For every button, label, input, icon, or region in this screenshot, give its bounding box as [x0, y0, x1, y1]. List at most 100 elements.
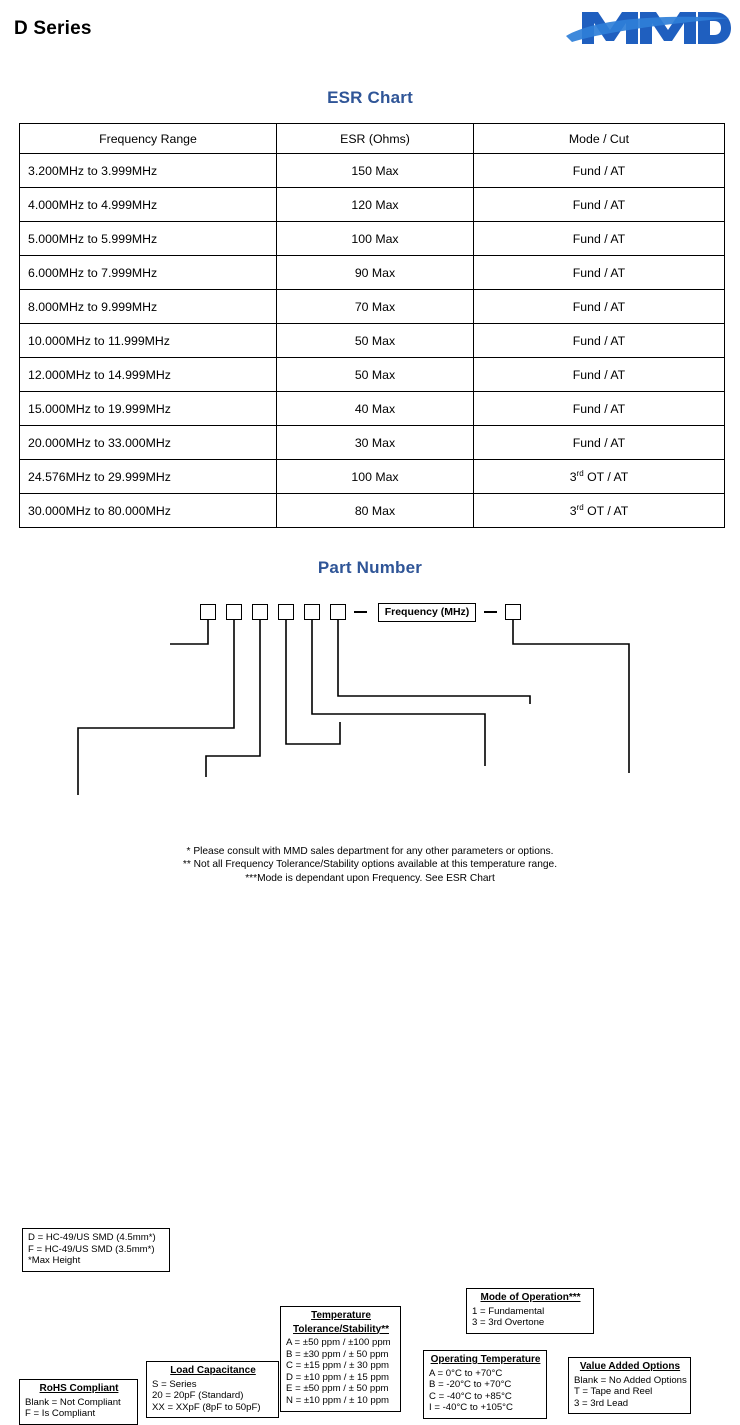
cell-esr-ohms: 100 Max: [276, 459, 474, 494]
footnote-1: * Please consult with MMD sales departme…: [186, 846, 554, 857]
temperature-tolerance-line-1: A = ±50 ppm / ±100 ppm: [286, 1337, 391, 1348]
operating-temperature-line-1: A = 0°C to +70°C: [429, 1367, 503, 1379]
cell-mode-cut: Fund / AT: [473, 357, 725, 392]
rohs-line-1: Blank = Not Compliant: [25, 1396, 121, 1408]
temperature-tolerance-line-6: N = ±10 ppm / ± 10 ppm: [286, 1394, 390, 1406]
callout-load-capacitance: Load Capacitance S = Series 20 = 20pF (S…: [146, 1361, 279, 1419]
operating-temperature-line-4: I = -40°C to +105°C: [429, 1402, 513, 1414]
cell-esr-ohms: 70 Max: [276, 289, 474, 324]
temperature-tolerance-line-5: E = ±50 ppm / ± 50 ppm: [286, 1383, 389, 1395]
code-square-1[interactable]: [200, 604, 216, 620]
cell-frequency-range: 3.200MHz to 3.999MHz: [19, 153, 277, 188]
callout-operating-temperature: Operating Temperature A = 0°C to +70°C B…: [423, 1350, 547, 1419]
load-capacitance-title: Load Capacitance: [170, 1365, 256, 1376]
cell-esr-ohms: 90 Max: [276, 255, 474, 290]
cell-mode-cut: Fund / AT: [473, 391, 725, 426]
operating-temperature-title: Operating Temperature: [430, 1354, 541, 1365]
cell-mode-cut: Fund / AT: [473, 289, 725, 324]
operating-temperature-line-3: C = -40°C to +85°C: [429, 1390, 512, 1402]
callout-package-type: D = HC-49/US SMD (4.5mm*) F = HC-49/US S…: [22, 1228, 170, 1272]
cell-frequency-range: 4.000MHz to 4.999MHz: [19, 187, 277, 222]
temperature-tolerance-line-2: B = ±30 ppm / ± 50 ppm: [286, 1348, 389, 1360]
callout-mode-of-operation: Mode of Operation*** 1 = Fundamental 3 =…: [466, 1288, 594, 1334]
rohs-line-2: F = Is Compliant: [25, 1408, 96, 1420]
value-added-options-line-2: T = Tape and Reel: [574, 1386, 653, 1398]
temperature-tolerance-title-line2: Tolerance/Stability**: [293, 1323, 389, 1335]
mode-of-operation-line-1: 1 = Fundamental: [472, 1305, 545, 1317]
cell-esr-ohms: 120 Max: [276, 187, 474, 222]
package-line-3: *Max Height: [28, 1255, 81, 1267]
cell-esr-ohms: 100 Max: [276, 221, 474, 256]
leader-lines: [77, 620, 630, 795]
cell-mode-cut: 3rd OT / AT: [473, 493, 725, 528]
mode-of-operation-title: Mode of Operation***: [480, 1292, 581, 1303]
cell-frequency-range: 5.000MHz to 5.999MHz: [19, 221, 277, 256]
code-square-trailing[interactable]: [505, 604, 521, 620]
cell-mode-cut: Fund / AT: [473, 323, 725, 358]
col-header-esr-ohms: ESR (Ohms): [276, 123, 474, 154]
table-header-row: Frequency Range ESR (Ohms) Mode / Cut: [19, 123, 725, 154]
cell-frequency-range: 15.000MHz to 19.999MHz: [19, 391, 277, 426]
col-header-mode-cut: Mode / Cut: [473, 123, 725, 154]
code-square-6[interactable]: [330, 604, 346, 620]
cell-frequency-range: 8.000MHz to 9.999MHz: [19, 289, 277, 324]
load-capacitance-line-1: S = Series: [152, 1378, 197, 1390]
cell-frequency-range: 10.000MHz to 11.999MHz: [19, 323, 277, 358]
part-number-title: Part Number: [317, 558, 423, 577]
cell-frequency-range: 12.000MHz to 14.999MHz: [19, 357, 277, 392]
cell-esr-ohms: 30 Max: [276, 425, 474, 460]
value-added-options-line-3: 3 = 3rd Lead: [574, 1397, 629, 1409]
col-header-frequency-range: Frequency Range: [19, 123, 277, 154]
page-title: D Series: [14, 18, 92, 39]
part-number-diagram: Frequency (MHz) D = HC-49/US SMD (4.5mm*…: [0, 584, 740, 1425]
cell-mode-cut: Fund / AT: [473, 425, 725, 460]
temperature-tolerance-title-line1: Temperature: [311, 1310, 371, 1321]
package-line-2: F = HC-49/US SMD (3.5mm*): [28, 1243, 155, 1255]
cell-mode-cut: 3rd OT / AT: [473, 459, 725, 494]
load-capacitance-line-3: XX = XXpF (8pF to 50pF): [152, 1401, 261, 1413]
esr-chart-table: Frequency Range ESR (Ohms) Mode / Cut 3.…: [19, 123, 725, 528]
cell-esr-ohms: 50 Max: [276, 357, 474, 392]
footnotes: * Please consult with MMD sales departme…: [0, 845, 740, 885]
value-added-options-title: Value Added Options: [579, 1361, 681, 1372]
cell-mode-cut: Fund / AT: [473, 221, 725, 256]
temperature-tolerance-line-4: D = ±10 ppm / ± 15 ppm: [286, 1371, 390, 1383]
footnote-3: ***Mode is dependant upon Frequency. See…: [245, 872, 495, 884]
callout-value-added-options: Value Added Options Blank = No Added Opt…: [568, 1357, 691, 1415]
mode-of-operation-line-2: 3 = 3rd Overtone: [472, 1317, 545, 1329]
package-line-1: D = HC-49/US SMD (4.5mm*): [28, 1232, 156, 1243]
value-added-options-line-1: Blank = No Added Options: [574, 1374, 687, 1386]
cell-mode-cut: Fund / AT: [473, 153, 725, 188]
operating-temperature-line-2: B = -20°C to +70°C: [429, 1379, 512, 1391]
cell-esr-ohms: 80 Max: [276, 493, 474, 528]
code-square-5[interactable]: [304, 604, 320, 620]
esr-chart-title: ESR Chart: [327, 88, 413, 107]
cell-esr-ohms: 40 Max: [276, 391, 474, 426]
dash-separator-2: [484, 611, 497, 613]
code-square-2[interactable]: [226, 604, 242, 620]
cell-frequency-range: 30.000MHz to 80.000MHz: [19, 493, 277, 528]
cell-frequency-range: 6.000MHz to 7.999MHz: [19, 255, 277, 290]
mmd-logo: [566, 12, 731, 44]
cell-mode-cut: Fund / AT: [473, 187, 725, 222]
rohs-title: RoHS Compliant: [39, 1383, 119, 1394]
frequency-field-box[interactable]: Frequency (MHz): [378, 603, 476, 622]
code-square-3[interactable]: [252, 604, 268, 620]
cell-esr-ohms: 150 Max: [276, 153, 474, 188]
code-square-4[interactable]: [278, 604, 294, 620]
callout-temperature-tolerance: Temperature Tolerance/Stability** A = ±5…: [280, 1306, 401, 1412]
temperature-tolerance-line-3: C = ±15 ppm / ± 30 ppm: [286, 1360, 390, 1372]
dash-separator-1: [354, 611, 367, 613]
load-capacitance-line-2: 20 = 20pF (Standard): [152, 1390, 244, 1402]
